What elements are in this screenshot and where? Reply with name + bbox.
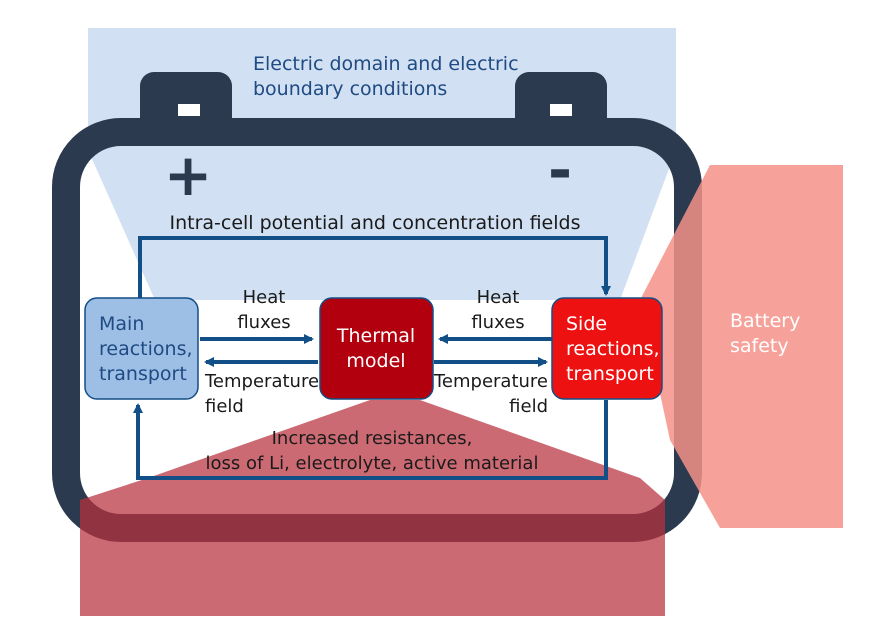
main-reactions-box <box>84 297 199 400</box>
temperature-field-left-line2: field <box>205 396 244 417</box>
thermal-box-line2: model <box>346 350 405 372</box>
side-box-line2: reactions, <box>566 338 660 360</box>
plus-sign: + <box>164 141 213 209</box>
electric-domain-label-line2: boundary conditions <box>253 78 447 100</box>
thermal-model-box <box>319 297 434 400</box>
increased-resistance-line1: Increased resistances, <box>272 428 473 449</box>
negative-terminal-slot <box>550 104 572 116</box>
degradation-region <box>80 400 665 616</box>
battery-safety-line1: Battery <box>730 310 800 332</box>
heat-fluxes-right-line1: Heat <box>477 287 520 308</box>
temperature-field-right-line1: Temperature <box>433 371 548 392</box>
side-box-line1: Side <box>566 313 607 335</box>
temperature-field-right-line2: field <box>509 396 548 417</box>
temperature-field-left-line1: Temperature <box>204 371 319 392</box>
main-box-line2: reactions, <box>99 338 193 360</box>
main-box-line1: Main <box>99 313 144 335</box>
main-box-line3: transport <box>99 363 187 385</box>
electric-domain-label-line1: Electric domain and electric <box>253 53 519 75</box>
heat-fluxes-left-line1: Heat <box>243 287 286 308</box>
degradation-arrow <box>133 400 608 480</box>
battery-safety-line2: safety <box>730 335 789 357</box>
thermal-box-line1: Thermal <box>336 325 415 347</box>
heat-fluxes-right-line2: fluxes <box>471 312 524 333</box>
increased-resistance-line2: loss of Li, electrolyte, active material <box>206 453 539 474</box>
positive-terminal-slot <box>178 104 200 116</box>
intra-cell-arrow <box>138 236 611 298</box>
intra-cell-label: Intra-cell potential and concentration f… <box>169 212 580 234</box>
minus-sign: - <box>548 136 572 204</box>
side-box-line3: transport <box>566 363 654 385</box>
heat-fluxes-left-line2: fluxes <box>237 312 290 333</box>
battery-safety-region <box>640 165 843 528</box>
side-reactions-box <box>551 297 663 400</box>
